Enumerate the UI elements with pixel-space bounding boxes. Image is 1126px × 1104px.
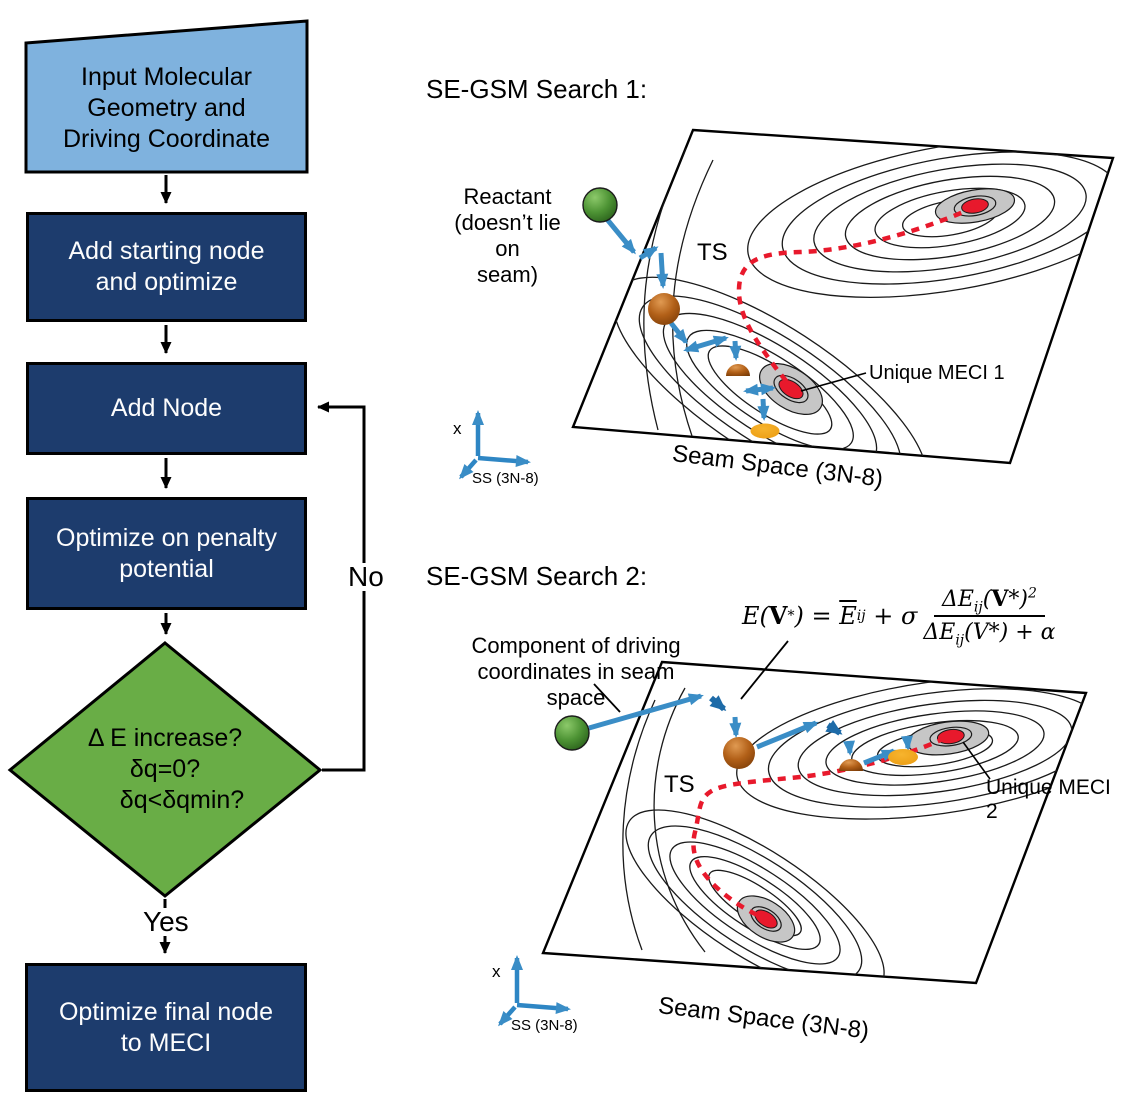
node-sphere-1 (648, 293, 680, 325)
reactant-label: Reactant (doesn’t lie on seam) (454, 184, 561, 287)
axis-ss-label-1: SS (3N-8) (472, 470, 539, 487)
ts-label-1: TS (697, 239, 728, 266)
input-node-text: Input Molecular Geometry and Driving Coo… (26, 45, 307, 172)
no-edge-label: No (344, 563, 388, 591)
axis-ss-label-2: SS (3N-8) (511, 1017, 578, 1034)
search2-title: SE-GSM Search 2: (426, 561, 648, 591)
component-leader-line (593, 683, 621, 713)
node-sphere-2 (723, 737, 755, 769)
half-node-sphere-2 (839, 759, 863, 771)
equation-leader-line (740, 640, 789, 700)
decision-diamond (7, 641, 323, 898)
search1-title: SE-GSM Search 1: (426, 74, 648, 104)
axis-tripod-2 (498, 955, 571, 1027)
penalty-node-box: Optimize on penalty potential (26, 497, 307, 610)
equation-fraction: ΔEij(V*)2 ΔEij(V*) + α (923, 585, 1056, 649)
axis-tripod-1 (459, 410, 531, 480)
meci1-leader-line (800, 372, 867, 392)
search2-blue-path (588, 693, 913, 766)
decision-node-text: Δ E increase? δq=0? δq<δqmin? (87, 724, 245, 814)
contours-search2 (622, 676, 1086, 983)
input-line: Input Molecular (81, 63, 252, 91)
input-line: Geometry and (87, 94, 246, 122)
yes-edge-label: Yes (139, 908, 193, 936)
reactant-sphere-1 (582, 187, 618, 223)
half-node-sphere-1 (726, 364, 750, 376)
seam-projection-ellipse-2 (888, 749, 918, 765)
search1-blue-path (604, 216, 776, 421)
input-trapezoid (24, 19, 309, 174)
unique-meci-2-label: Unique MECI 2 (986, 776, 1111, 823)
search2-dark-blue-steps (709, 695, 843, 736)
axis-x-label-1: x (453, 419, 462, 438)
meci2-leader-line (962, 741, 991, 780)
reaction-path-1 (736, 204, 976, 391)
ts-label-2: TS (664, 771, 695, 798)
reaction-path-2 (691, 735, 946, 921)
unique-meci-1-label: Unique MECI 1 (869, 362, 1005, 384)
input-line: Driving Coordinate (62, 125, 271, 153)
start-node-box: Add starting node and optimize (26, 212, 307, 322)
reactant-sphere-2 (554, 715, 590, 751)
final-node-box: Optimize final node to MECI (25, 963, 307, 1092)
seam-projection-ellipse-1 (750, 423, 780, 439)
component-label: Component of driving coordinates in seam… (471, 633, 681, 710)
add-node-box: Add Node (26, 362, 307, 455)
meci-basin-2b (736, 895, 796, 943)
axis-x-label-2: x (492, 962, 501, 981)
